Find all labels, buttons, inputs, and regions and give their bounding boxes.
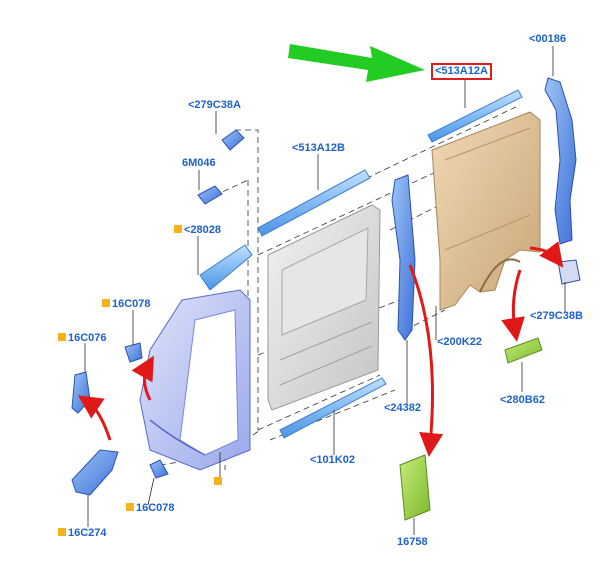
label-101K02: <101K02 [310,454,355,466]
label-16C274: 16C274 [58,527,107,540]
label-200K22: <200K22 [437,336,482,348]
label-513A12A-highlighted: <513A12A [431,63,492,80]
bracket-279C38B [557,259,581,285]
marker-square [58,528,66,536]
label-16758: 16758 [397,536,428,548]
label-28028-text: <28028 [184,224,222,236]
label-16C076: 16C076 [58,332,107,345]
sliding-door [267,204,381,411]
label-279C38A: <279C38A [188,99,241,111]
marker-only [214,476,224,489]
label-16C078-upper-text: 16C078 [112,298,151,310]
label-16C078-upper: 16C078 [102,298,151,311]
marker-square [214,477,222,485]
rear-side-panel [431,111,541,311]
bracket-16C076 [71,371,91,414]
label-16C078-lower-text: 16C078 [136,502,175,514]
front-body-frame [139,289,251,471]
b-pillar-part [391,174,416,341]
roof-rail-rear [427,89,523,143]
label-280B62: <280B62 [500,394,545,406]
pointer-arrow [288,44,425,82]
label-00186: <00186 [529,33,567,45]
bracket-16C078-lower [149,459,169,479]
label-16C076-text: 16C076 [68,332,107,344]
green-part-16758 [399,454,431,521]
marker-square [174,225,182,233]
label-513A12B: <513A12B [292,142,345,154]
bracket-16C274 [71,449,119,496]
bracket-16C078-upper [124,342,143,363]
marker-square [102,299,110,307]
door-sill-rail [279,377,387,439]
rear-pillar-part [544,77,577,245]
label-28028: <28028 [174,224,221,237]
bracket-6M046 [197,185,223,205]
label-6M046: 6M046 [182,157,216,169]
roof-rail-front [257,169,371,237]
label-16C274-text: 16C274 [68,527,107,539]
motion-arrows [78,241,564,457]
green-part-280B62 [504,337,543,364]
label-16C078-lower: 16C078 [126,502,175,515]
marker-square [58,333,66,341]
leader-lines [84,46,566,535]
a-pillar-upper [199,244,253,291]
marker-square [126,503,134,511]
label-24382: <24382 [384,402,422,414]
bracket-279C38A [221,129,245,151]
label-279C38B: <279C38B [530,310,583,322]
